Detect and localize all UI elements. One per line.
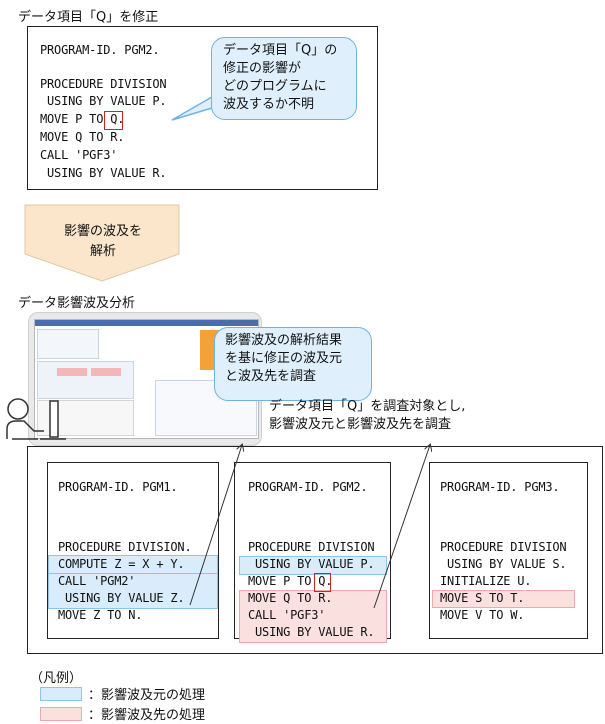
source-highlight xyxy=(239,556,387,575)
callout-line: どのプログラムに xyxy=(223,79,327,94)
analysis-down-arrow xyxy=(24,204,180,282)
screenshot-mark xyxy=(57,368,87,376)
screenshot-mark xyxy=(91,368,121,376)
code-line: MOVE Q TO R. xyxy=(248,591,333,605)
callout-unclear-impact: データ項目「Q」の 修正の影響が どのプログラムに 波及するか不明 xyxy=(211,37,357,120)
section-title-analysis: データ影響波及分析 xyxy=(18,296,136,311)
note-investigate: データ項目「Q」を調査対象とし, 影響波及元と影響波及先を調査 xyxy=(269,398,465,434)
code-line: INITIALIZE U. xyxy=(440,574,532,588)
code-line: CALL 'PGF3' xyxy=(248,608,326,622)
legend-dest-label: ：影響波及先の処理 xyxy=(88,708,206,723)
code-line: COMPUTE Z = X + Y. xyxy=(58,557,185,571)
q-highlight-box xyxy=(104,111,123,130)
callout-line: を基に修正の波及元 xyxy=(225,351,343,366)
code-line: USING BY VALUE Z. xyxy=(58,591,185,605)
section-title-modify: データ項目「Q」を修正 xyxy=(18,10,159,25)
code-line: USING BY VALUE S. xyxy=(440,557,567,571)
code-line: PROCEDURE DIVISION xyxy=(248,540,375,554)
code-line: MOVE P TO Q. xyxy=(40,112,125,126)
screenshot-pane xyxy=(37,361,134,399)
note-line: データ項目「Q」を調査対象とし, xyxy=(269,399,466,414)
q-highlight-box xyxy=(314,573,331,592)
code-line: PROGRAM-ID. PGM2. xyxy=(248,480,368,494)
code-line: USING BY VALUE P. xyxy=(40,94,167,108)
code-line: PROCEDURE DIVISION. xyxy=(58,540,192,554)
code-line: MOVE Q TO R. xyxy=(40,130,125,144)
code-line: MOVE S TO T. xyxy=(440,591,525,605)
arrow-label-line: 解析 xyxy=(89,244,116,259)
code-line: USING BY VALUE R. xyxy=(248,625,375,639)
code-line: MOVE P TO Q. xyxy=(248,574,333,588)
callout-line: と波及先を調査 xyxy=(225,369,317,384)
code-line: USING BY VALUE R. xyxy=(40,166,167,180)
screenshot-pane xyxy=(37,329,99,359)
code-line: MOVE Z TO N. xyxy=(58,608,143,622)
arrow-label-line: 影響の波及を xyxy=(63,224,142,239)
pgm1-code-box: PROGRAM-ID. PGM1. PROCEDURE DIVISION. CO… xyxy=(47,462,219,639)
pgm3-code-box: PROGRAM-ID. PGM3. PROCEDURE DIVISION USI… xyxy=(429,462,588,639)
person-computer-icon xyxy=(6,398,66,440)
callout-analysis-result: 影響波及の解析結果 を基に修正の波及元 と波及先を調査 xyxy=(214,327,372,401)
callout-line: 波及するか不明 xyxy=(223,97,315,112)
callout-line: 修正の影響が xyxy=(223,61,302,76)
legend-swatch-dest xyxy=(40,707,82,721)
dest-highlight xyxy=(239,590,387,643)
code-line: CALL 'PGM2' xyxy=(58,574,136,588)
legend-swatch-source xyxy=(40,687,82,701)
code-line: CALL 'PGF3' xyxy=(40,148,118,162)
code-line: PROCEDURE DIVISION xyxy=(40,77,167,91)
code-line: MOVE V TO W. xyxy=(440,608,525,622)
arrow-pgm1-to-pgm2 xyxy=(189,445,242,606)
pgm2-lower-code-box: PROGRAM-ID. PGM2. PROCEDURE DIVISION USI… xyxy=(234,462,391,643)
code-line: PROGRAM-ID. PGM2. xyxy=(40,43,160,57)
code-line: PROGRAM-ID. PGM3. xyxy=(440,480,560,494)
screenshot-titlebar xyxy=(35,320,258,326)
code-line: PROCEDURE DIVISION xyxy=(440,540,567,554)
legend-title: （凡例） xyxy=(30,671,83,686)
code-line: PROGRAM-ID. PGM1. xyxy=(58,480,178,494)
code-line: USING BY VALUE P. xyxy=(248,557,375,571)
arrow-label: 影響の波及を 解析 xyxy=(60,222,146,262)
callout-line: 影響波及の解析結果 xyxy=(225,333,343,348)
dest-highlight xyxy=(432,590,575,608)
legend-source-label: ：影響波及元の処理 xyxy=(88,688,206,703)
note-line: 影響波及元と影響波及先を調査 xyxy=(269,417,452,432)
source-highlight xyxy=(48,573,218,609)
callout-line: データ項目「Q」の xyxy=(223,43,338,58)
arrow-pgm2-to-pgm3 xyxy=(373,445,430,609)
